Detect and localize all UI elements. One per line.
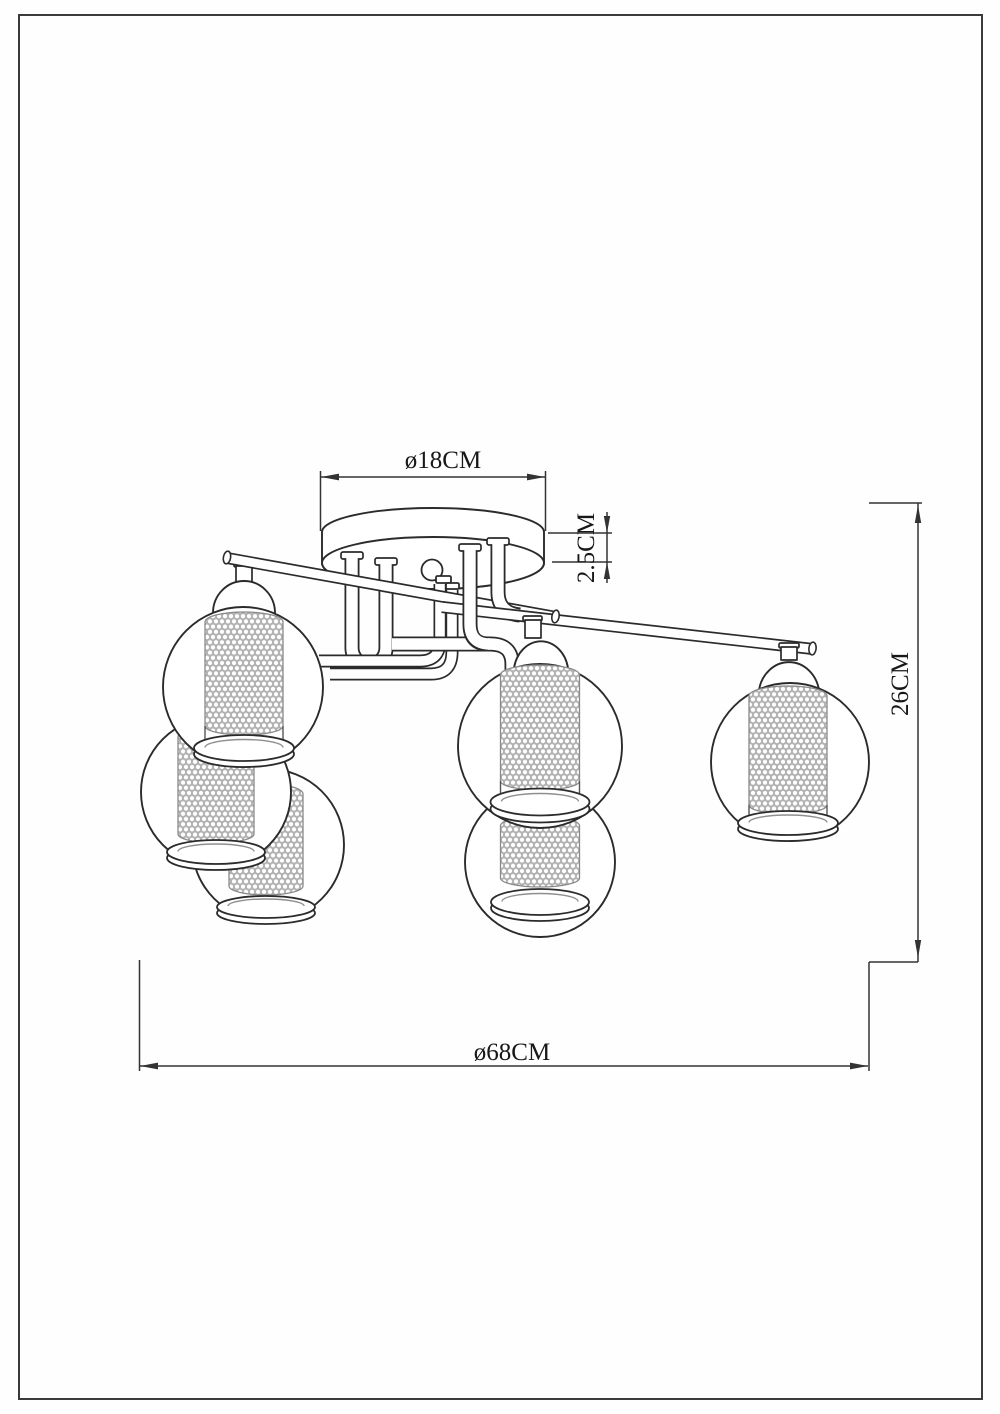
canopy-center-finial xyxy=(420,558,460,590)
arrowhead-down xyxy=(914,940,922,958)
dimension-fixture-diameter xyxy=(138,960,868,1071)
label-canopy-thickness: 2.5CM xyxy=(573,513,600,583)
dimension-canopy-thickness xyxy=(548,512,612,583)
dimension-fixture-height xyxy=(868,502,922,1071)
tube-flange-1 xyxy=(340,551,364,560)
tube-inner-fill xyxy=(392,638,518,702)
rod-left-right-cap xyxy=(550,609,561,624)
bottom-rim-opening xyxy=(501,892,579,902)
bottom-rim xyxy=(216,895,316,919)
arrowhead-left xyxy=(140,1062,158,1070)
tube-inner-fill xyxy=(464,550,491,650)
label-canopy-diameter: ø18CM xyxy=(405,447,481,474)
socket-dome xyxy=(513,640,569,669)
arrowhead-up xyxy=(914,505,922,523)
fixture-assembly xyxy=(140,507,870,938)
bottom-rim-opening xyxy=(748,814,828,823)
tube-inner-fill xyxy=(439,602,814,654)
rect-shape xyxy=(235,565,253,583)
finial-collar xyxy=(435,575,452,584)
lamp-d-stub xyxy=(522,615,543,639)
dimension-annotations xyxy=(138,471,922,1071)
mesh-cylinder xyxy=(499,664,581,791)
socket-dome xyxy=(758,661,820,691)
tube-flange-5 xyxy=(458,543,482,552)
dimension-labels: ø18CM 2.5CM 26CM ø68CM xyxy=(405,447,914,1066)
rod-left-end-cap xyxy=(222,550,232,565)
mesh-cylinder xyxy=(204,611,284,736)
support-rod-right xyxy=(439,601,817,656)
dimension-canopy-diameter xyxy=(319,471,547,531)
mesh-cylinder xyxy=(748,685,828,815)
rod-right-end-cap xyxy=(808,641,817,656)
arrowhead-right xyxy=(850,1062,868,1070)
arrowhead-top xyxy=(603,516,611,533)
bottom-rim-opening xyxy=(204,738,284,748)
arrowhead-left xyxy=(321,473,339,481)
label-fixture-height: 26CM xyxy=(887,652,914,716)
lamp-globe-4 xyxy=(457,640,623,829)
rect-shape xyxy=(780,646,798,661)
lamp-f-stub xyxy=(778,642,800,661)
lamp-globe-1 xyxy=(162,580,324,768)
bottom-rim-opening xyxy=(177,843,255,852)
label-fixture-diameter: ø68CM xyxy=(474,1039,550,1066)
border-frame xyxy=(18,14,983,1400)
bottom-rim xyxy=(489,787,591,817)
arm-tube-left-lower xyxy=(330,589,459,681)
bottom-rim-opening xyxy=(500,792,580,802)
tube-flange-6 xyxy=(486,537,510,546)
outline-path xyxy=(330,589,457,679)
tube-flange-2 xyxy=(374,557,398,566)
tube-flange-4 xyxy=(445,582,460,590)
arm-tube-to-lamp-e xyxy=(392,636,520,702)
arrowhead-bottom xyxy=(603,562,611,579)
lamp-globe-6 xyxy=(710,661,870,842)
socket-dome xyxy=(212,580,276,614)
arm-tube-middle xyxy=(462,550,491,652)
arrowhead-right xyxy=(527,473,545,481)
rect-shape xyxy=(524,619,542,639)
bottom-rim-opening xyxy=(227,898,305,907)
